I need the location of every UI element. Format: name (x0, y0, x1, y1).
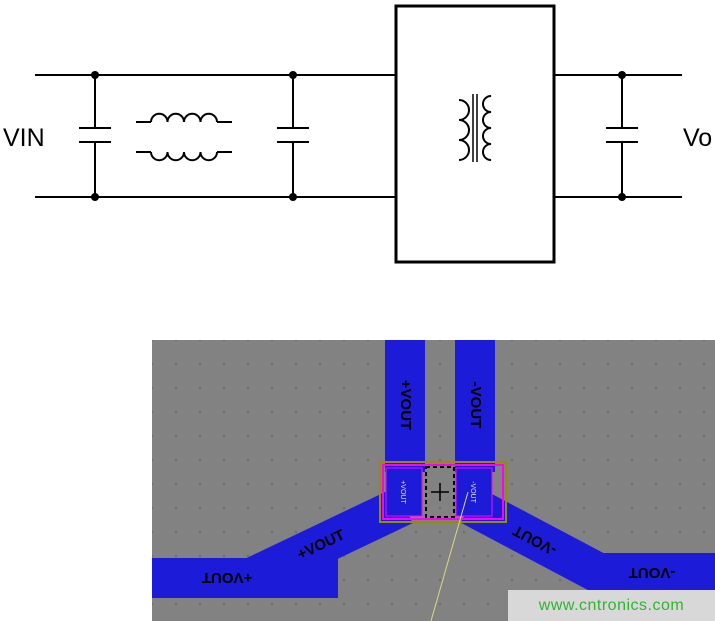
junction-dot (289, 193, 297, 201)
courtyard-outline (379, 461, 507, 523)
pcb-layout-panel: +VOUT -VOUT +VOUT -VOUT +VOUT -VOUT +VOU… (152, 340, 715, 621)
label-minus-vout-horizontal: -VOUT (629, 564, 676, 581)
junction-dots (91, 71, 626, 201)
output-capacitor-icon (606, 75, 638, 197)
pad-plus-vout (385, 467, 423, 517)
trace-minus-vout-diagonal (460, 487, 612, 593)
pad-label-minus-vout: -VOUT (469, 481, 476, 504)
ratsnest-line (430, 491, 469, 621)
vout-label: Vo (683, 124, 713, 152)
wire-rails (35, 74, 682, 198)
circuit-schematic (35, 4, 682, 264)
junction-dot (618, 193, 626, 201)
choke-bottom-winding (150, 151, 218, 162)
label-plus-vout-horizontal: +VOUT (202, 569, 252, 586)
x-capacitor-icon (277, 75, 309, 197)
pad-label-plus-vout: +VOUT (399, 480, 406, 504)
label-minus-vout-vertical: -VOUT (467, 382, 484, 429)
converter-module-box (394, 4, 556, 264)
trace-plus-vout-vertical (385, 340, 425, 472)
pcb-layout-drawing: +VOUT -VOUT +VOUT -VOUT +VOUT -VOUT +VOU… (152, 340, 715, 621)
pad-labels: +VOUT -VOUT (399, 480, 476, 504)
junction-dot (91, 193, 99, 201)
component-body-dashed-outline (425, 466, 455, 518)
transformer-icon (458, 94, 492, 162)
input-capacitor-icon (79, 75, 111, 197)
transformer-core-lines (472, 94, 478, 162)
common-mode-choke-icon (136, 112, 232, 162)
label-plus-vout-vertical: +VOUT (397, 380, 414, 430)
trace-plus-vout-diagonal (238, 487, 413, 599)
watermark-text: www.cntronics.com (538, 596, 685, 614)
choke-top-winding (150, 112, 218, 123)
watermark-bar: www.cntronics.com (508, 590, 715, 621)
vin-label: VIN (3, 124, 45, 152)
junction-dot (618, 71, 626, 79)
transformer-primary-winding (458, 99, 470, 161)
junction-dot (91, 71, 99, 79)
copper-traces (152, 340, 715, 599)
transformer-secondary-winding (482, 95, 492, 161)
schematic-panel: VIN Vo (0, 0, 715, 300)
junction-dot (289, 71, 297, 79)
footprint-outline (382, 464, 504, 520)
pad-minus-vout (455, 467, 493, 517)
trace-minus-vout-vertical (455, 340, 495, 472)
component-origin-cross-icon (431, 483, 449, 501)
